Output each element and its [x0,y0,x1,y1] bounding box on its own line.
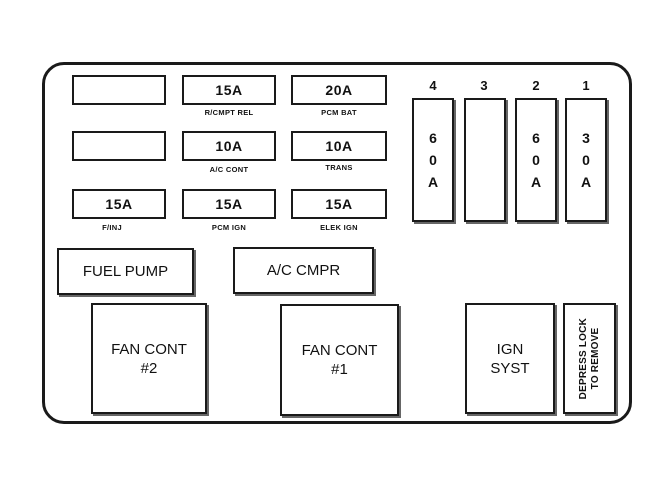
fuse-label: A/C CONT [209,165,249,174]
maxi-fuse-number-1: 1 [582,78,590,93]
fan-cont-2-relay: FAN CONT #2 [91,303,207,414]
lock-tab-line: DEPRESS LOCK [577,317,589,400]
fuse-value: 10A [325,138,353,154]
maxi-fuse-digit: 3 [582,130,590,146]
relay-label-line: #1 [331,361,348,378]
maxi-fuse-digit: 0 [532,152,540,168]
fuse-elek-ign: 15A [291,189,387,219]
fuse-finj: 15A [72,189,166,219]
lock-tab-label: DEPRESS LOCK TO REMOVE [578,318,602,399]
fuse-label: ELEK IGN [320,223,358,232]
fuse-value: 20A [325,82,353,98]
relay-label: FAN CONT #2 [111,340,187,378]
maxi-fuse-digit: 6 [429,130,437,146]
maxi-fuse-4: 6 0 A [412,98,454,222]
fuse-value: 15A [215,82,243,98]
fuse-label: TRANS [325,163,353,172]
maxi-fuse-number-4: 4 [429,78,437,93]
relay-label-line: FAN CONT [111,340,187,358]
ac-cmpr-relay: A/C CMPR [233,247,374,294]
maxi-fuse-digit: 0 [429,152,437,168]
maxi-fuse-1: 3 0 A [565,98,607,222]
fuel-pump-relay: FUEL PUMP [57,248,194,295]
fuse-label: PCM BAT [321,108,357,117]
fuse-label: R/CMPT REL [204,108,254,117]
fan-cont-1-relay: FAN CONT #1 [280,304,399,416]
fuse-ac-cont: 10A [182,131,276,161]
relay-label: IGN SYST [490,340,529,378]
relay-label: FAN CONT #1 [302,341,378,379]
fuse-value: 15A [105,196,133,212]
maxi-fuse-3-empty [464,98,506,222]
ign-syst-relay: IGN SYST [465,303,555,414]
maxi-fuse-unit: A [580,174,592,190]
fuse-trans: 10A [291,131,387,161]
fuse-rcmpt-rel: 15A [182,75,276,105]
maxi-fuse-2: 6 0 A [515,98,557,222]
fuse-value: 15A [215,196,243,212]
relay-label-line: SYST [490,359,530,377]
lock-tab-line: TO REMOVE [589,327,601,390]
maxi-fuse-unit: A [427,174,439,190]
fuse-value: 10A [215,138,243,154]
maxi-fuse-number-2: 2 [532,78,540,93]
maxi-fuse-number-3: 3 [480,78,488,93]
maxi-fuse-digit: 6 [532,130,540,146]
fuse-slot-empty-1 [72,75,166,105]
fuse-label: F/INJ [102,223,122,232]
fuse-pcm-bat: 20A [291,75,387,105]
relay-label-line: FAN CONT [301,342,378,359]
relay-label: FUEL PUMP [82,263,169,280]
relay-label: A/C CMPR [266,262,341,279]
fuse-pcm-ign: 15A [182,189,276,219]
lock-tab[interactable]: DEPRESS LOCK TO REMOVE [563,303,616,414]
relay-label-line: IGN [496,340,524,358]
fuse-slot-empty-2 [72,131,166,161]
fuse-label: PCM IGN [211,223,247,232]
maxi-fuse-digit: 0 [582,152,590,168]
maxi-fuse-unit: A [530,174,542,190]
fuse-value: 15A [325,196,353,212]
relay-label-line: #2 [140,359,158,377]
